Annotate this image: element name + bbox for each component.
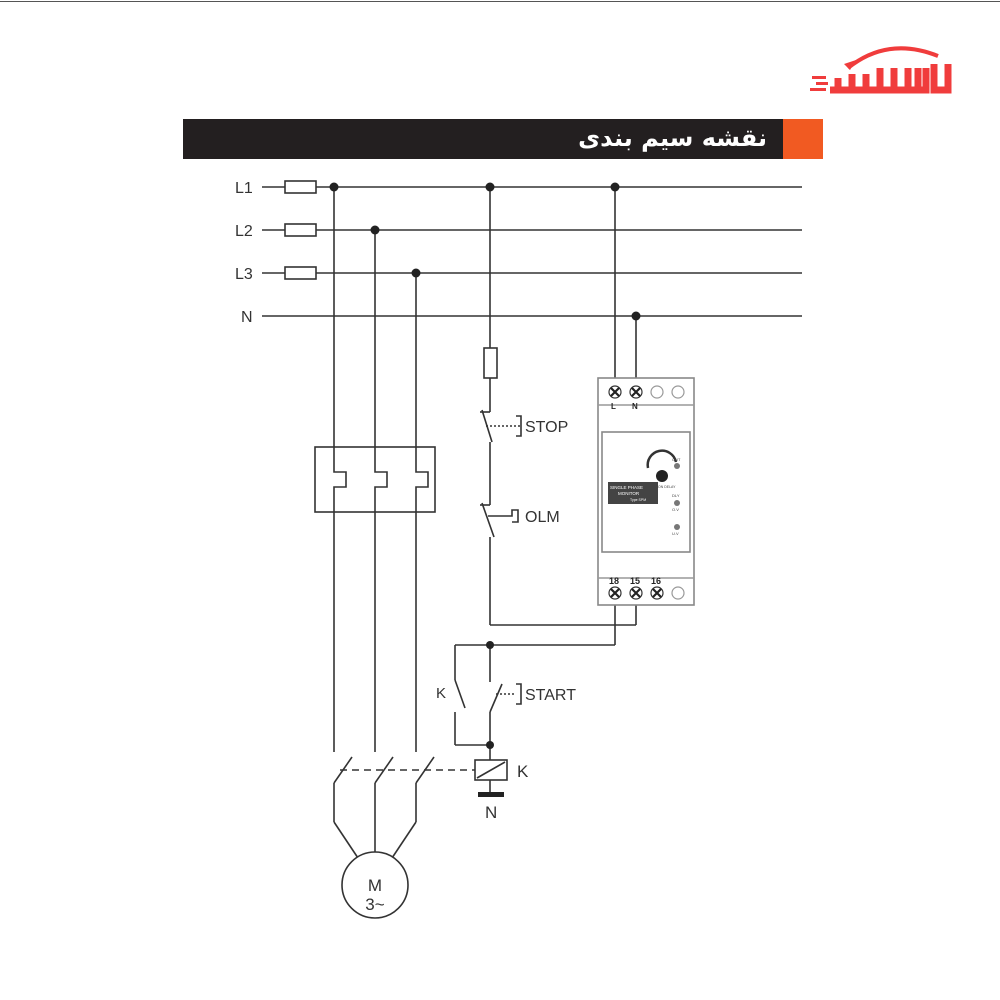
section-header: نقشه سیم بندی: [183, 119, 823, 159]
section-title: نقشه سیم بندی: [578, 124, 767, 152]
control-fuse: [483, 347, 498, 379]
led-uv-label: U.V: [672, 531, 679, 536]
led-dly-label: DLY: [672, 493, 680, 498]
neutral-bar: [478, 792, 504, 797]
k-coil-label: K: [517, 762, 529, 781]
terminal-n: N: [632, 402, 638, 411]
terminal-16: 16: [651, 576, 661, 586]
terminal-l: L: [611, 402, 616, 411]
k-contact-label: K: [436, 685, 446, 702]
brand-logo: [808, 38, 958, 98]
motor-phase-label: 3~: [365, 895, 384, 914]
label-l1: L1: [235, 180, 253, 197]
start-label: START: [525, 687, 576, 704]
motor-label: M: [368, 876, 382, 895]
olm-label: OLM: [525, 509, 560, 526]
label-n: N: [241, 309, 253, 326]
device-label-2: MONITOR: [618, 491, 640, 496]
coil-neutral-label: N: [485, 803, 497, 822]
fuse-l1: [284, 180, 317, 194]
label-l3: L3: [235, 266, 253, 283]
fuse-l3: [284, 266, 317, 280]
top-divider: [0, 1, 1000, 2]
terminal-15: 15: [630, 576, 640, 586]
knob-label: ON DELAY: [658, 485, 676, 489]
terminal-18: 18: [609, 576, 619, 586]
device-label-1: SINGLE PHASE: [610, 485, 643, 490]
led-out-label: OUT: [672, 457, 681, 462]
fuse-l2: [284, 223, 317, 237]
motor-symbol: [341, 851, 409, 919]
device-label-3: Type SPM: [630, 498, 646, 502]
header-accent-block: [783, 119, 823, 159]
led-ov-label: O.V: [672, 507, 679, 512]
stop-label: STOP: [525, 419, 568, 436]
label-l2: L2: [235, 223, 253, 240]
